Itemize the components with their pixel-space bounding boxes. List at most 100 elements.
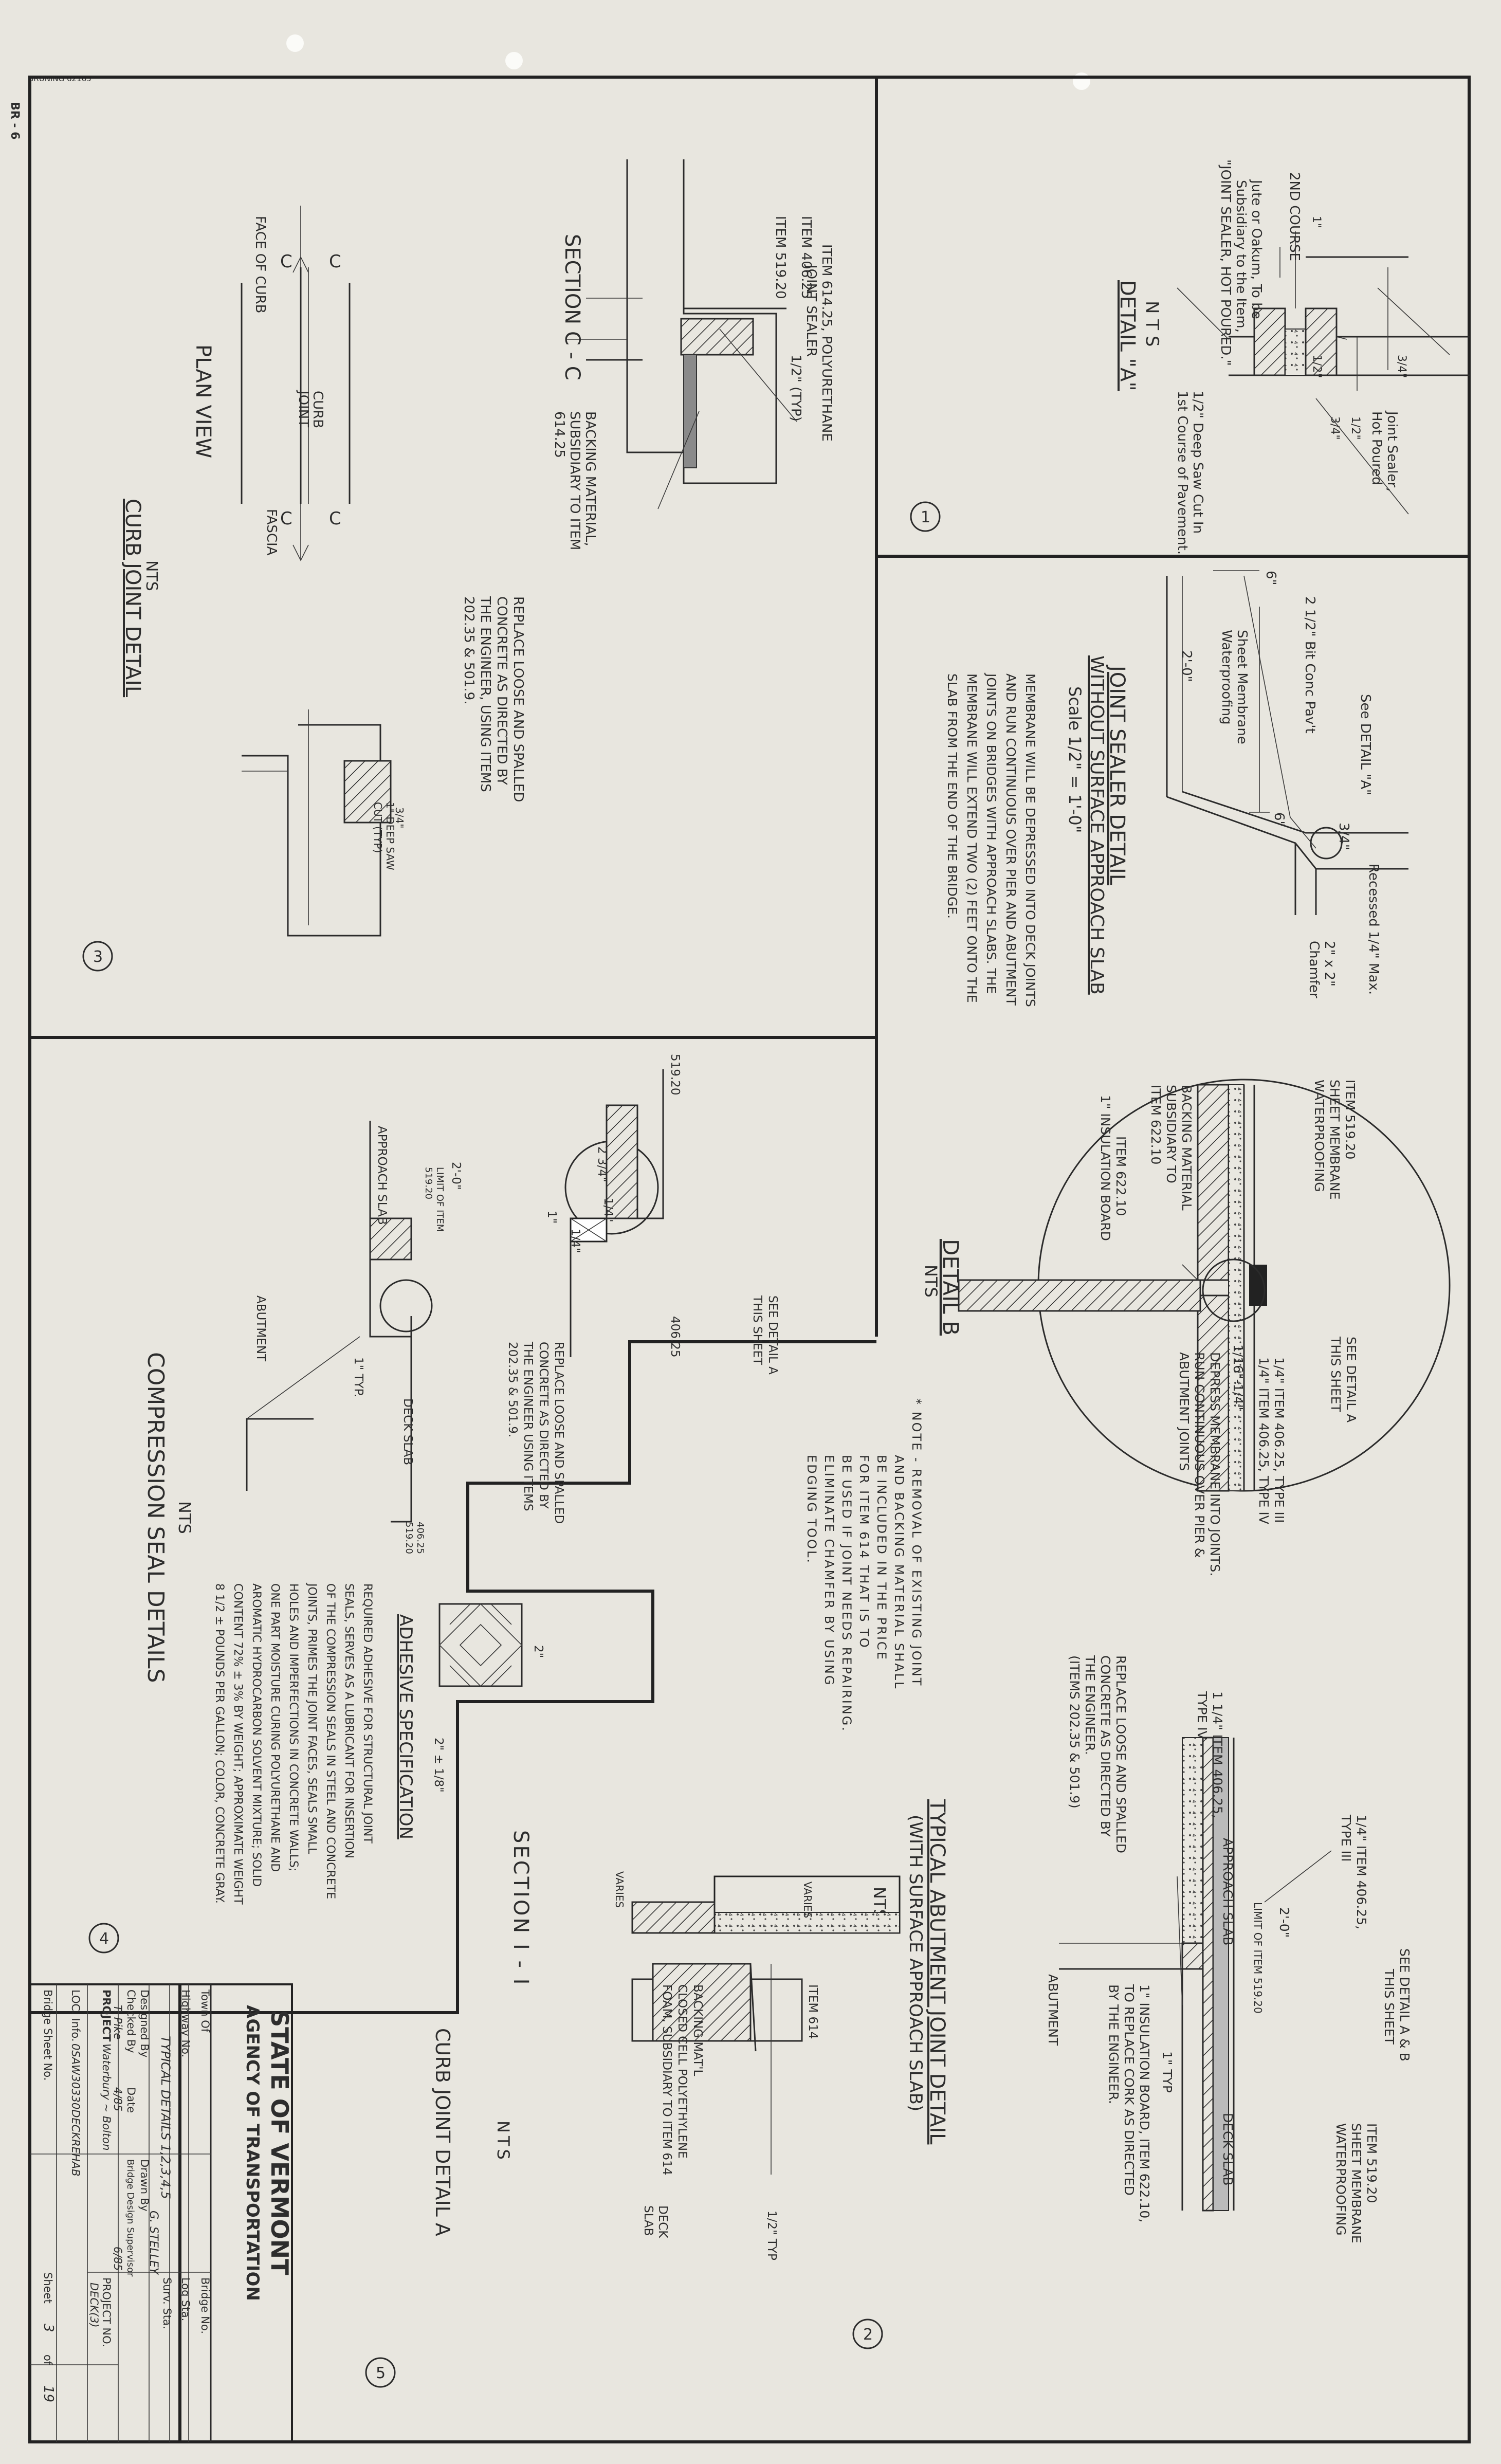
tb-drawn-by-value: G. STELLEY [147, 2211, 160, 2275]
label-406-type-iii: 1/4" ITEM 406.25, TYPE III [1272, 1357, 1287, 1523]
agency-state: STATE OF VERMONT [266, 2010, 294, 2275]
label-bit-conc: 2 1/2" Bit Conc Pav't [1302, 596, 1317, 734]
label-slab-si: SLAB [642, 2205, 655, 2236]
compression-seal-labels: 519.20 2 3/4" 1/4" 1/4" 1" 406.25 SEE DE… [142, 1054, 819, 2260]
label-deck-si: DECK [656, 2205, 669, 2238]
section-i-i-drawing [631, 1875, 901, 2175]
abutment-joint-title: TYPICAL ABUTMENT JOINT DETAIL [925, 1799, 949, 2145]
joint-sealer-title: JOINT SEALER DETAIL [1105, 664, 1129, 886]
label-replace-ab-3: THE ENGINEER. [1083, 1655, 1097, 1755]
tb-loc-label: LOC. Info. [69, 1990, 82, 2042]
label-c-4: C [329, 508, 341, 529]
tb-project-no-label: PROJECT NO. [100, 2277, 113, 2347]
detail-b-title: DETAIL B [938, 1239, 963, 1336]
dim-1in-cs: 1" [545, 1211, 558, 1224]
label-replace-ab-1: REPLACE LOOSE AND SPALLED [1113, 1655, 1128, 1853]
label-saw-cut-typ: CUT (TYP) [372, 802, 384, 853]
label-first-course: 1st Course of Pavement. [1175, 391, 1190, 555]
curb-joint-labels: ITEM 614.25, POLYURETHANE JOINT SEALER 1… [121, 216, 834, 870]
section-i-i-title: SECTION I - I [509, 1830, 533, 1986]
detail-a-drawing [1177, 231, 1470, 515]
tb-highway-no: Highway No. [179, 1990, 192, 2057]
dim-2-0: 2'-0" [1179, 650, 1194, 682]
label-backing-material: BACKING MATERIAL, [582, 411, 598, 546]
label-subsidiary-to: SUBSIDIARY TO [1164, 1085, 1179, 1183]
label-insulation-ab-1: 1" INSULATION BOARD, ITEM 622.10, [1137, 1984, 1152, 2222]
section-c-c-title: SECTION C - C [560, 234, 584, 380]
tb-supervisor-date: 6/85 [112, 2247, 124, 2271]
label-joint: JOINT [296, 390, 311, 427]
membrane-note-2: AND RUN CONTINUOUS OVER PIER AND ABUTMEN… [1003, 673, 1018, 1006]
tb-project-no-value: DECK(3) [88, 2283, 100, 2328]
label-varies-2: VARIES [613, 1871, 626, 1908]
label-limit-519-cs: 519.20 [423, 1167, 434, 1199]
label-item-519: ITEM 519.20 [773, 216, 788, 299]
panel-1-number: 1 [910, 501, 941, 532]
adhesive-line-1: REQUIRED ADHESIVE FOR STRUCTURAL JOINT [361, 1583, 374, 1844]
dim-3-4-js: 3/4" [1336, 823, 1351, 850]
abutment-joint-drawing [1059, 1737, 1332, 2212]
label-replace-loose-3: THE ENGINEER, USING ITEMS [478, 596, 493, 792]
label-this-sheet-b: THIS SHEET [1328, 1336, 1343, 1413]
label-see-detail-a: See DETAIL "A" [1358, 694, 1373, 795]
detail-b-scale: NTS [921, 1265, 941, 1298]
abutment-joint-labels: SEE DETAIL A & B THIS SHEET ITEM 519.20 … [870, 1655, 1412, 2243]
label-chamfer: Chamfer [1306, 941, 1322, 998]
adhesive-line-8: CONTENT 72% ± 3% BY WEIGHT; APPROXIMATE … [231, 1583, 244, 1905]
dim-3-4: 3/4" [1395, 355, 1408, 378]
note-removal-4: FOR ITEM 614 THAT IS TO [857, 1455, 871, 1649]
svg-text:4: 4 [99, 1930, 109, 1948]
plan-view-title: PLAN VIEW [191, 344, 215, 458]
tb-typical-details: TYPICAL DETAILS 1,2,3,4,5 [158, 2036, 173, 2199]
label-curb: CURB [310, 391, 325, 428]
label-limit-item-cs: LIMIT OF ITEM [434, 1167, 445, 1232]
compression-seal-scale: NTS [175, 1501, 194, 1534]
membrane-note-5: SLAB FROM THE END OF THE BRIDGE. [945, 673, 960, 919]
punch-hole [1073, 72, 1090, 90]
title-block: STATE OF VERMONT AGENCY OF TRANSPORTATIO… [29, 1983, 294, 2443]
dim-2-0-cs: 2'-0" [449, 1162, 463, 1190]
tb-bridge-no: Bridge No. [199, 2277, 211, 2334]
note-removal-6: ELIMINATE CHAMFER BY USING [822, 1455, 836, 1686]
label-sheet-membrane-b: SHEET MEMBRANE [1327, 1080, 1342, 1200]
note-removal-7: EDGING TOOL. [804, 1455, 819, 1564]
agency-name: AGENCY OF TRANSPORTATION [242, 2005, 263, 2301]
label-approach-slab-cs: APPROACH SLAB [375, 1126, 389, 1225]
tb-supervisor: Bridge Design Supervisor [125, 2159, 136, 2277]
dim-6a: 6" [1271, 812, 1287, 827]
membrane-note-3: JOINTS ON BRIDGES WITH APPROACH SLABS. T… [984, 672, 999, 994]
label-subsidiary: Subsidiary to the Item, [1233, 180, 1249, 333]
curb-joint-title: CURB JOINT DETAIL [121, 499, 144, 698]
label-replace-cs-4: 202.35 & 501.9. [506, 1342, 519, 1437]
panel-5-number: 5 [376, 2364, 386, 2382]
label-2nd-course: 2ND COURSE [1287, 172, 1302, 261]
compression-seal-drawing [246, 1069, 664, 1523]
panel-dividers [30, 77, 1469, 2442]
adhesive-line-6: ONE PART MOISTURE CURING POLYURETHANE AN… [268, 1583, 281, 1872]
dim-2in: 2" [532, 1645, 545, 1658]
label-abutment-cs: ABUTMENT [254, 1295, 267, 1362]
label-insulation-board: 1" INSULATION BOARD [1098, 1095, 1113, 1241]
label-backing-mat: BACKING MAT'L [691, 1984, 704, 2076]
label-hot-poured: Hot Poured [1369, 411, 1384, 485]
svg-text:2: 2 [863, 2326, 873, 2344]
label-c-2: C [329, 251, 341, 272]
dim-2-0-ab: 2'-0" [1277, 1907, 1292, 1938]
label-deck-slab-ab: DECK SLAB [1220, 2113, 1235, 2185]
label-face-of-curb: FACE OF CURB [252, 216, 268, 314]
label-closed-cell: CLOSED CELL POLYETHYLENE [675, 1984, 689, 2159]
panel-5-labels: CURB JOINT DETAIL A NTS 5 [365, 2028, 513, 2388]
adhesive-line-2: SEALS, SERVES AS A LUBRICANT FOR INSERTI… [342, 1583, 355, 1858]
label-item-622: ITEM 622.10 [1148, 1085, 1163, 1164]
label-replace-loose-2: CONCRETE AS DIRECTED BY [494, 596, 509, 785]
label-item-614-si: ITEM 614 [806, 1984, 819, 2039]
tb-bridge-sheet-label: Bridge Sheet No. [42, 1990, 54, 2080]
joint-sealer-labels: See DETAIL "A" 2 1/2" Bit Conc Pav't She… [945, 571, 1381, 1007]
adhesive-line-7: AROMATIC HYDROCARBON SOLVENT MIXTURE; SO… [250, 1583, 263, 1887]
tb-designed-by: Designed By [138, 1990, 151, 2057]
label-half-typ: 1/2" (TYP) [788, 355, 803, 422]
plan-view-drawing [241, 206, 351, 561]
note-removal-5: BE USED IF JOINT NEEDS REPAIRING. [839, 1455, 854, 1732]
